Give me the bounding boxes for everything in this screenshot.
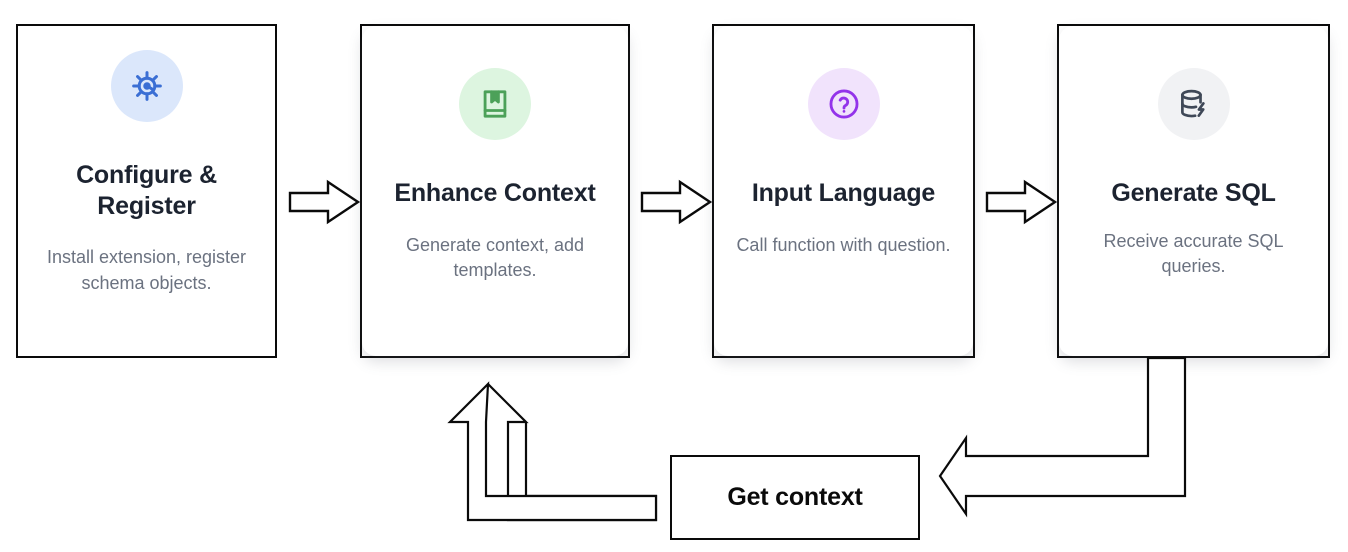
gear-icon: [110, 50, 183, 122]
arrow-feedback-out: [938, 356, 1198, 526]
step-description: Call function with question.: [736, 234, 951, 255]
arrow-step3-step4: [985, 179, 1058, 225]
step-card-body: Generate SQL Receive accurate SQL querie…: [1059, 26, 1328, 356]
step-description: Receive accurate SQL queries.: [1103, 230, 1284, 277]
step-description: Install extension, register schema objec…: [46, 247, 247, 293]
get-context-label: Get context: [727, 483, 863, 511]
book-bookmark-icon: [459, 68, 531, 140]
step-card-generate-sql[interactable]: Generate SQL Receive accurate SQL querie…: [1057, 24, 1330, 358]
step-description: Generate context, add templates.: [405, 234, 585, 281]
step-title: Generate SQL: [1111, 179, 1276, 207]
arrow-feedback-in: [447, 378, 668, 528]
step-title: Enhance Context: [394, 179, 596, 207]
arrow-step1-step2: [288, 179, 361, 225]
step-card-body: Input Language Call function with questi…: [714, 26, 973, 356]
step-card-enhance-context[interactable]: Enhance Context Generate context, add te…: [360, 24, 630, 358]
step-card-input-language[interactable]: Input Language Call function with questi…: [712, 24, 975, 358]
step-title: Input Language: [751, 179, 936, 207]
step-card-configure-register[interactable]: Configure & Register Install extension, …: [16, 24, 277, 358]
step-card-body: Enhance Context Generate context, add te…: [362, 26, 628, 356]
arrow-step2-step3: [640, 179, 713, 225]
database-zap-icon: [1157, 68, 1230, 140]
step-card-body: Configure & Register Install extension, …: [18, 26, 275, 356]
step-title: Configure & Register: [76, 161, 217, 220]
get-context-box[interactable]: Get context: [670, 455, 920, 540]
question-circle-icon: [807, 68, 880, 140]
